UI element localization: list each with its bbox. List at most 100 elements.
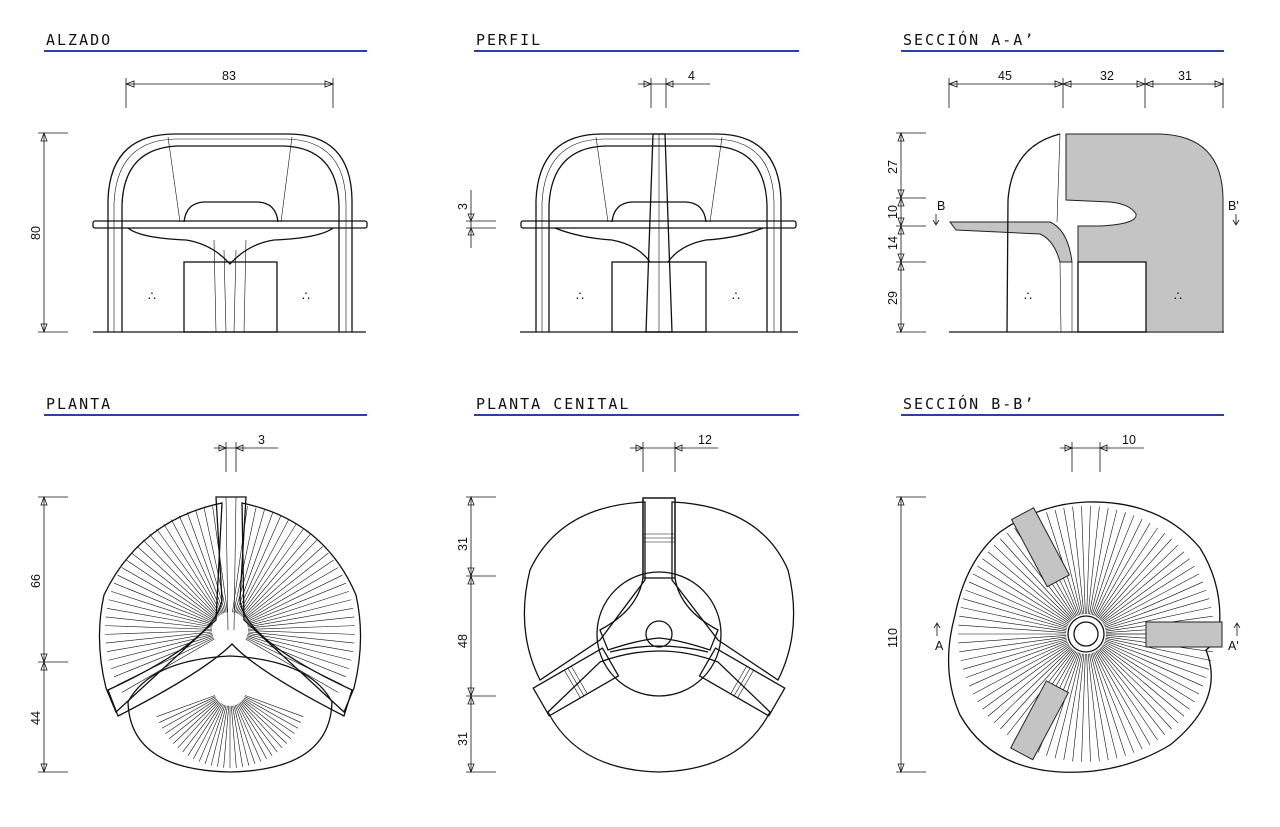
hatch-line bbox=[238, 703, 273, 756]
hatch-line bbox=[1103, 643, 1200, 695]
hatch-line bbox=[1063, 653, 1083, 761]
hatch-line bbox=[247, 635, 349, 669]
hatch-line bbox=[972, 573, 1069, 625]
hatch-line bbox=[243, 546, 324, 619]
hatch-line bbox=[1063, 507, 1083, 615]
dim-aa-29: 29 bbox=[886, 291, 900, 305]
svg-text:∴: ∴ bbox=[1174, 289, 1182, 303]
hatch-line bbox=[1098, 532, 1166, 619]
svg-text:∴: ∴ bbox=[1024, 289, 1032, 303]
hatch-line bbox=[1093, 515, 1135, 616]
hatch-line bbox=[993, 544, 1072, 621]
hatch-line bbox=[247, 599, 352, 626]
hatch-line bbox=[161, 697, 217, 729]
view-alzado: ∴∴ 83 80 bbox=[29, 69, 368, 334]
hatch-line bbox=[1103, 573, 1200, 625]
hatch-line bbox=[245, 638, 339, 693]
hatch-line bbox=[968, 581, 1068, 627]
hatch-line bbox=[1086, 506, 1091, 615]
hatch-line bbox=[243, 698, 295, 734]
hatch-line bbox=[241, 700, 287, 744]
hatch-line bbox=[244, 559, 334, 621]
title-rule-planta bbox=[44, 414, 367, 416]
hatch-line bbox=[105, 630, 213, 635]
hatch-line bbox=[1089, 653, 1109, 761]
dim-bb-110: 110 bbox=[886, 628, 900, 648]
hatch-line bbox=[1096, 527, 1158, 618]
hatch-line bbox=[244, 695, 304, 717]
hatch-line bbox=[1099, 648, 1172, 730]
hatch-line bbox=[1096, 650, 1158, 741]
hatch-line bbox=[217, 705, 228, 768]
hatch-line bbox=[193, 703, 223, 760]
title-seccion-aa: SECCIÓN A-A’ bbox=[903, 31, 1036, 49]
hatch-line bbox=[231, 705, 237, 768]
dim-planta-66: 66 bbox=[29, 574, 43, 588]
dim-aa-10: 10 bbox=[886, 205, 900, 219]
hatch-line bbox=[168, 699, 218, 739]
hatch-line bbox=[158, 696, 216, 723]
hatch-line bbox=[247, 631, 355, 644]
hatch-line bbox=[1100, 544, 1179, 621]
hatch-line bbox=[1104, 640, 1207, 679]
dim-aa-45: 45 bbox=[998, 69, 1012, 83]
hatch-line bbox=[126, 559, 216, 621]
hatch-line bbox=[238, 519, 289, 615]
hatch-line bbox=[247, 616, 355, 629]
hatch-line bbox=[239, 523, 297, 615]
view-planta: 3 66 44 bbox=[29, 433, 362, 774]
hatch-line bbox=[1006, 532, 1074, 619]
title-rule-planta-cenital bbox=[474, 414, 799, 416]
dim-cenital-31b: 31 bbox=[456, 732, 470, 746]
hatch-line bbox=[959, 615, 1067, 632]
title-rule-alzado bbox=[44, 50, 367, 52]
hatch-line bbox=[1105, 607, 1212, 631]
hatch-line bbox=[204, 705, 226, 764]
hatch-line bbox=[959, 636, 1067, 653]
hatch-line bbox=[105, 625, 213, 630]
hatch-line bbox=[1094, 518, 1143, 617]
hatch-line bbox=[960, 607, 1067, 631]
hatch-line bbox=[182, 702, 221, 753]
view-planta-cenital: 12 31 48 31 bbox=[456, 433, 795, 774]
mark-b-prime: B' bbox=[1228, 199, 1239, 213]
hatch-line bbox=[1099, 538, 1172, 620]
hatch-line bbox=[1093, 652, 1135, 753]
hatch-line bbox=[1101, 551, 1185, 622]
hatch-line bbox=[1105, 637, 1212, 661]
title-perfil: PERFIL bbox=[476, 31, 543, 49]
hatch-line bbox=[987, 551, 1071, 622]
hatch-line bbox=[241, 534, 311, 617]
view-perfil: ∴∴ 4 3 bbox=[456, 69, 798, 333]
hatch-line bbox=[1046, 652, 1081, 756]
hatch-line bbox=[968, 641, 1068, 687]
hatch-line bbox=[243, 697, 299, 729]
title-planta: PLANTA bbox=[46, 395, 113, 413]
hatch-line bbox=[171, 519, 222, 615]
hatch-line bbox=[131, 552, 217, 620]
hatch-line bbox=[244, 696, 302, 723]
dim-planta-3: 3 bbox=[258, 433, 265, 447]
title-rule-seccion-bb bbox=[901, 414, 1224, 416]
hatch-line bbox=[1054, 653, 1082, 759]
hatch-line bbox=[1102, 645, 1190, 710]
hatch-line bbox=[1054, 509, 1082, 615]
title-planta-cenital: PLANTA CENITAL bbox=[476, 395, 631, 413]
hatch-line bbox=[960, 637, 1067, 661]
hatch-line bbox=[1095, 522, 1151, 617]
hatch-line bbox=[178, 515, 223, 614]
hatch-line bbox=[1104, 589, 1207, 628]
hatch-line bbox=[1000, 648, 1073, 730]
hatch-line bbox=[1000, 538, 1073, 620]
hatch-line bbox=[1105, 598, 1210, 629]
hatch-line bbox=[977, 565, 1070, 624]
hatch-line bbox=[247, 632, 354, 653]
hatch-line bbox=[993, 647, 1072, 724]
hatch-line bbox=[1104, 581, 1204, 627]
dim-planta-44: 44 bbox=[29, 711, 43, 725]
hatch-line bbox=[149, 534, 219, 617]
hatch-line bbox=[105, 631, 213, 644]
hatch-line bbox=[242, 539, 318, 618]
hatch-line bbox=[233, 507, 257, 613]
dim-perfil-top: 3 bbox=[456, 203, 470, 210]
